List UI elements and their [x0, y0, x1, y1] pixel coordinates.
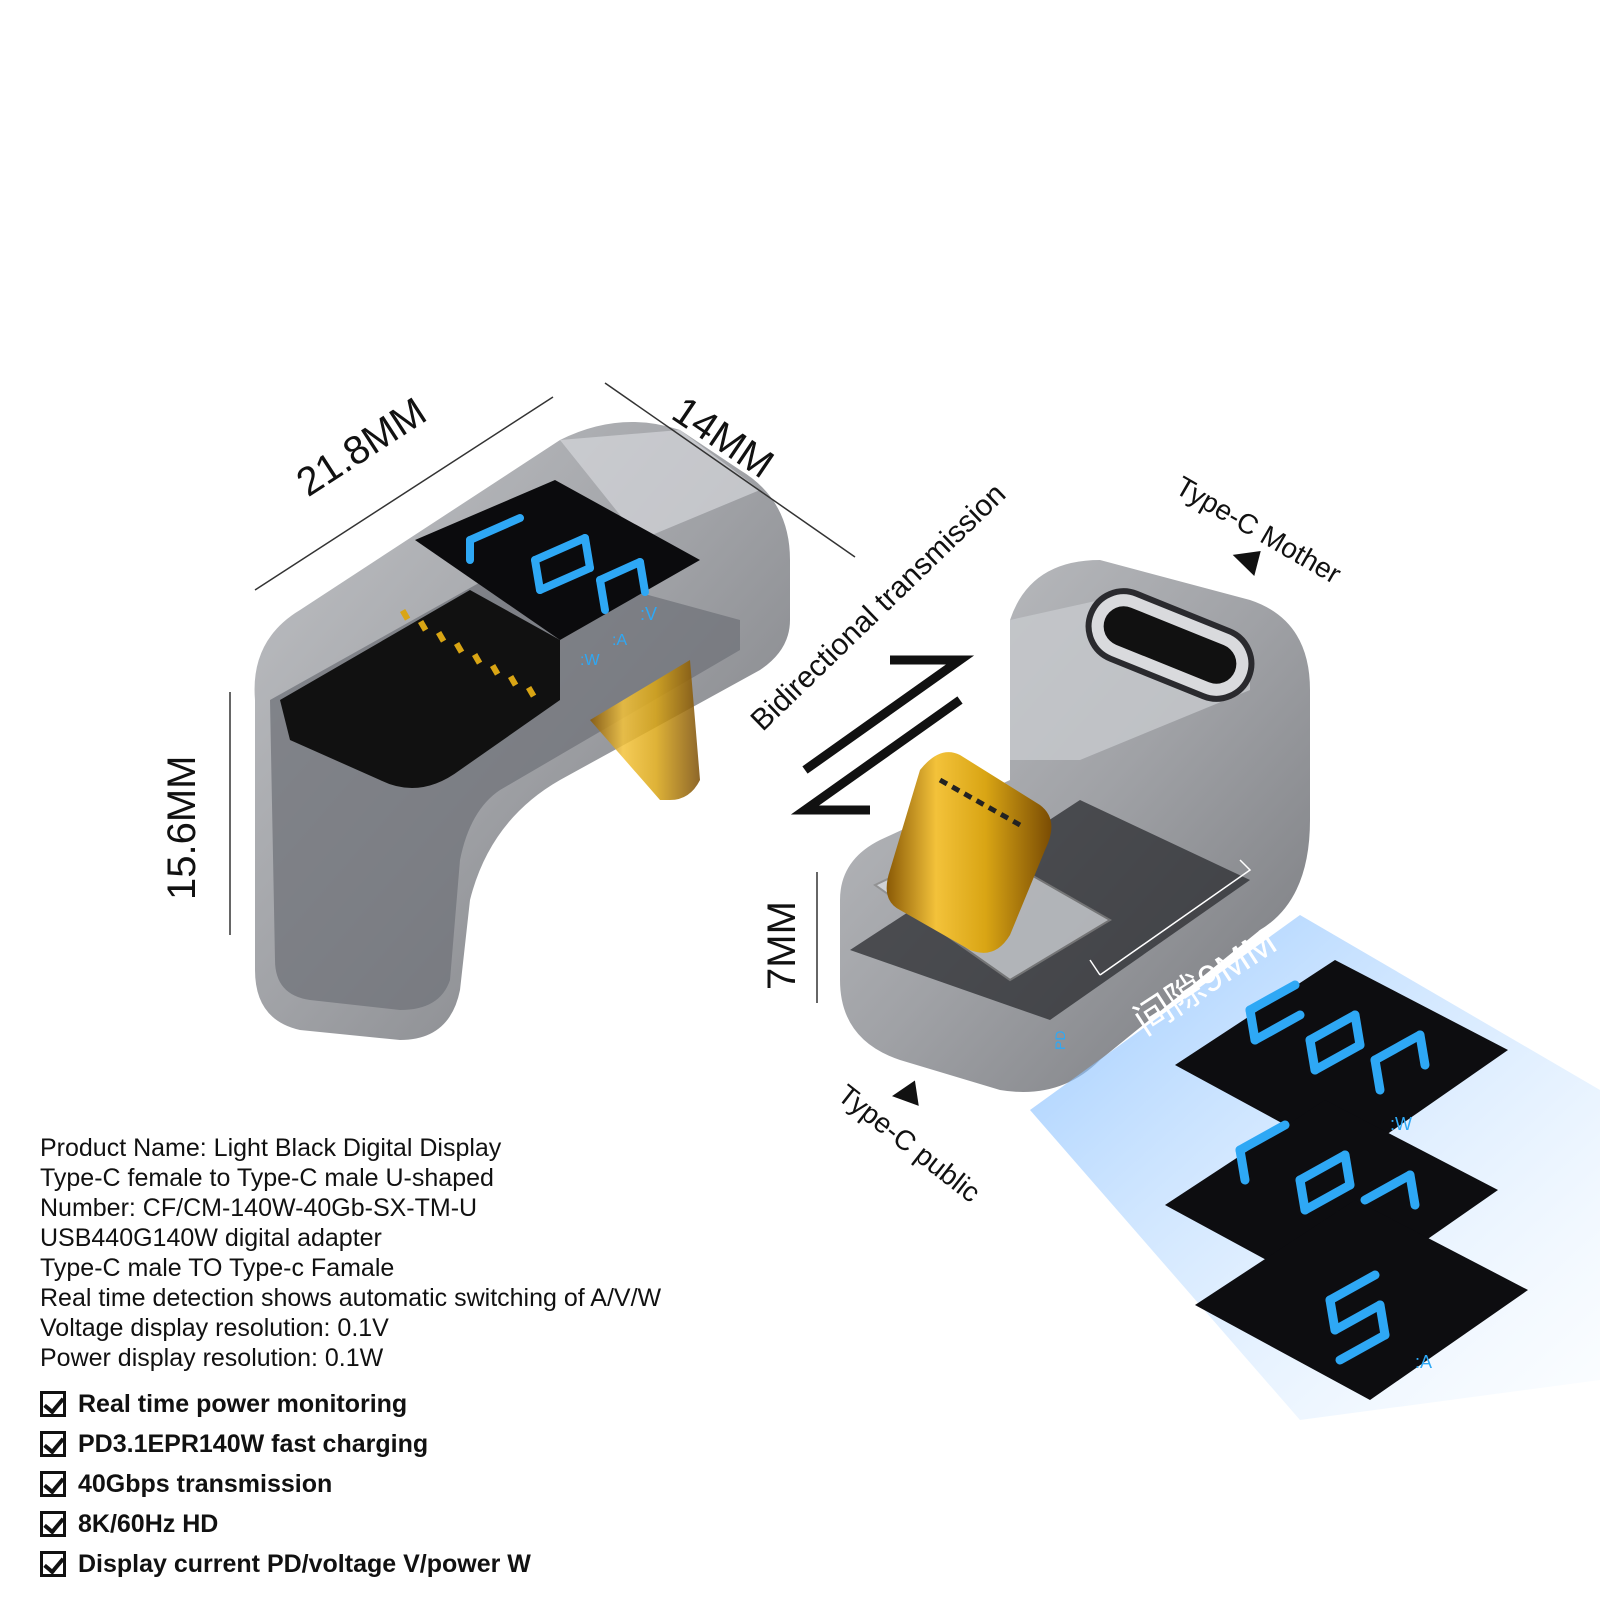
left-unit-w: :W	[580, 652, 600, 669]
desc-line: Voltage display resolution: 0.1V	[40, 1314, 389, 1342]
desc-line: Power display resolution: 0.1W	[40, 1344, 384, 1372]
feature-list: Real time power monitoring PD3.1EPR140W …	[40, 1384, 800, 1584]
desc-line: Type-C male TO Type-c Famale	[40, 1254, 395, 1282]
male-connector	[886, 752, 1052, 953]
product-description: Product Name: Light Black Digital Displa…	[40, 1133, 800, 1373]
pcb-pins	[400, 609, 537, 698]
left-unit-a: :A	[612, 632, 627, 649]
bidirectional-arrows-icon	[790, 655, 975, 815]
feature-item: 40Gbps transmission	[40, 1464, 800, 1504]
checkbox-checked-icon	[40, 1471, 66, 1497]
feature-label: 8K/60Hz HD	[78, 1509, 219, 1538]
left-gold-connector	[590, 660, 700, 800]
display-tile-a: :A	[1195, 1200, 1528, 1400]
checkbox-checked-icon	[40, 1551, 66, 1577]
left-digits	[466, 514, 649, 614]
feature-label: Real time power monitoring	[78, 1389, 408, 1418]
desc-line: Real time detection shows automatic swit…	[40, 1284, 662, 1312]
triangle-pointer-icon	[1232, 551, 1261, 576]
desc-line: Type-C female to Type-C male U-shaped	[40, 1164, 494, 1192]
checkbox-checked-icon	[40, 1391, 66, 1417]
left-display-panel	[415, 480, 700, 640]
dimension-lines-left	[229, 382, 856, 935]
checkbox-checked-icon	[40, 1431, 66, 1457]
pd-badge: PD	[1052, 1031, 1068, 1050]
left-adapter: :V :A :W	[254, 422, 790, 1040]
checkbox-checked-icon	[40, 1511, 66, 1537]
feature-item: PD3.1EPR140W fast charging	[40, 1424, 800, 1464]
triangle-pointer-icon	[892, 1080, 919, 1106]
right-adapter: PD	[840, 560, 1310, 1092]
feature-item: Real time power monitoring	[40, 1384, 800, 1424]
dimension-height: 15.6MM	[160, 755, 204, 901]
desc-line: Product Name: Light Black Digital Displa…	[40, 1134, 502, 1162]
feature-label: Display current PD/voltage V/power W	[78, 1549, 531, 1578]
left-unit-v: :V	[640, 604, 657, 624]
desc-line: USB440G140W digital adapter	[40, 1224, 382, 1252]
tile-unit-w: :W	[1390, 1114, 1412, 1134]
dimension-thickness: 7MM	[760, 901, 804, 990]
feature-item: Display current PD/voltage V/power W	[40, 1544, 800, 1584]
feature-label: PD3.1EPR140W fast charging	[78, 1429, 429, 1458]
display-tile-w: :W	[1175, 960, 1508, 1160]
tile-unit-a: :A	[1415, 1352, 1432, 1372]
gap-bracket	[1089, 859, 1252, 976]
desc-line: Number: CF/CM-140W-40Gb-SX-TM-U	[40, 1194, 478, 1222]
feature-label: 40Gbps transmission	[78, 1469, 333, 1498]
feature-item: 8K/60Hz HD	[40, 1504, 800, 1544]
